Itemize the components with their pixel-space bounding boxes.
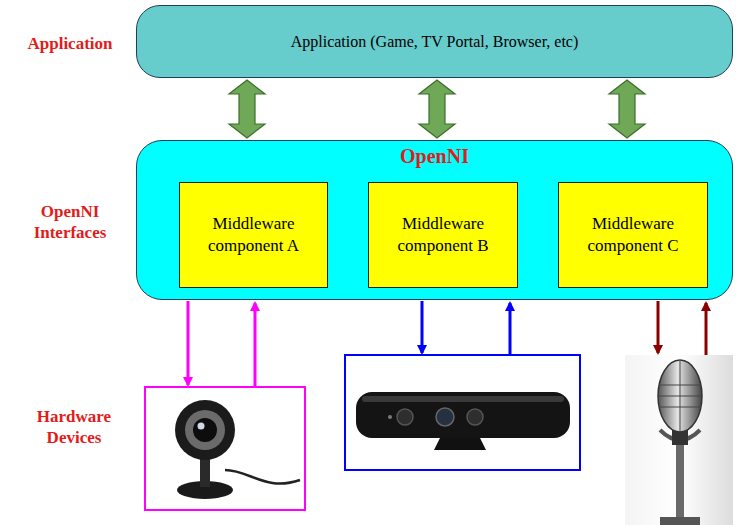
middleware-box: Middleware component A xyxy=(179,182,328,288)
double-arrow xyxy=(609,80,645,138)
openni-band: OpenNI Middleware component A Middleware c… xyxy=(136,140,733,300)
webcam-frame xyxy=(145,387,305,510)
device-arrow xyxy=(254,303,257,387)
node-text: Middleware component A xyxy=(186,213,321,257)
layer-label: Application xyxy=(4,33,136,54)
application-band: Application (Game, TV Portal, Browser, e… xyxy=(136,5,733,78)
node-text: Application (Game, TV Portal, Browser, e… xyxy=(291,33,579,51)
kinect-frame xyxy=(345,355,580,470)
webcam-picture xyxy=(175,400,300,499)
layer-label: Hardware Devices xyxy=(22,406,126,449)
device-arrow xyxy=(657,301,660,353)
microphone-picture xyxy=(625,355,733,525)
node-text: OpenNI xyxy=(137,145,732,168)
device-arrow xyxy=(187,301,190,385)
middleware-box: Middleware component B xyxy=(368,182,518,288)
middleware-box: Middleware component C xyxy=(558,182,708,288)
node-text: Middleware component B xyxy=(375,213,511,257)
double-arrow xyxy=(419,80,455,138)
layer-label: OpenNI Interfaces xyxy=(14,201,126,244)
kinect-picture xyxy=(356,392,570,450)
device-arrow xyxy=(421,301,424,353)
device-arrow xyxy=(705,303,708,355)
node-text: Middleware component C xyxy=(565,213,701,257)
device-arrow xyxy=(509,303,512,355)
double-arrow xyxy=(229,80,265,138)
